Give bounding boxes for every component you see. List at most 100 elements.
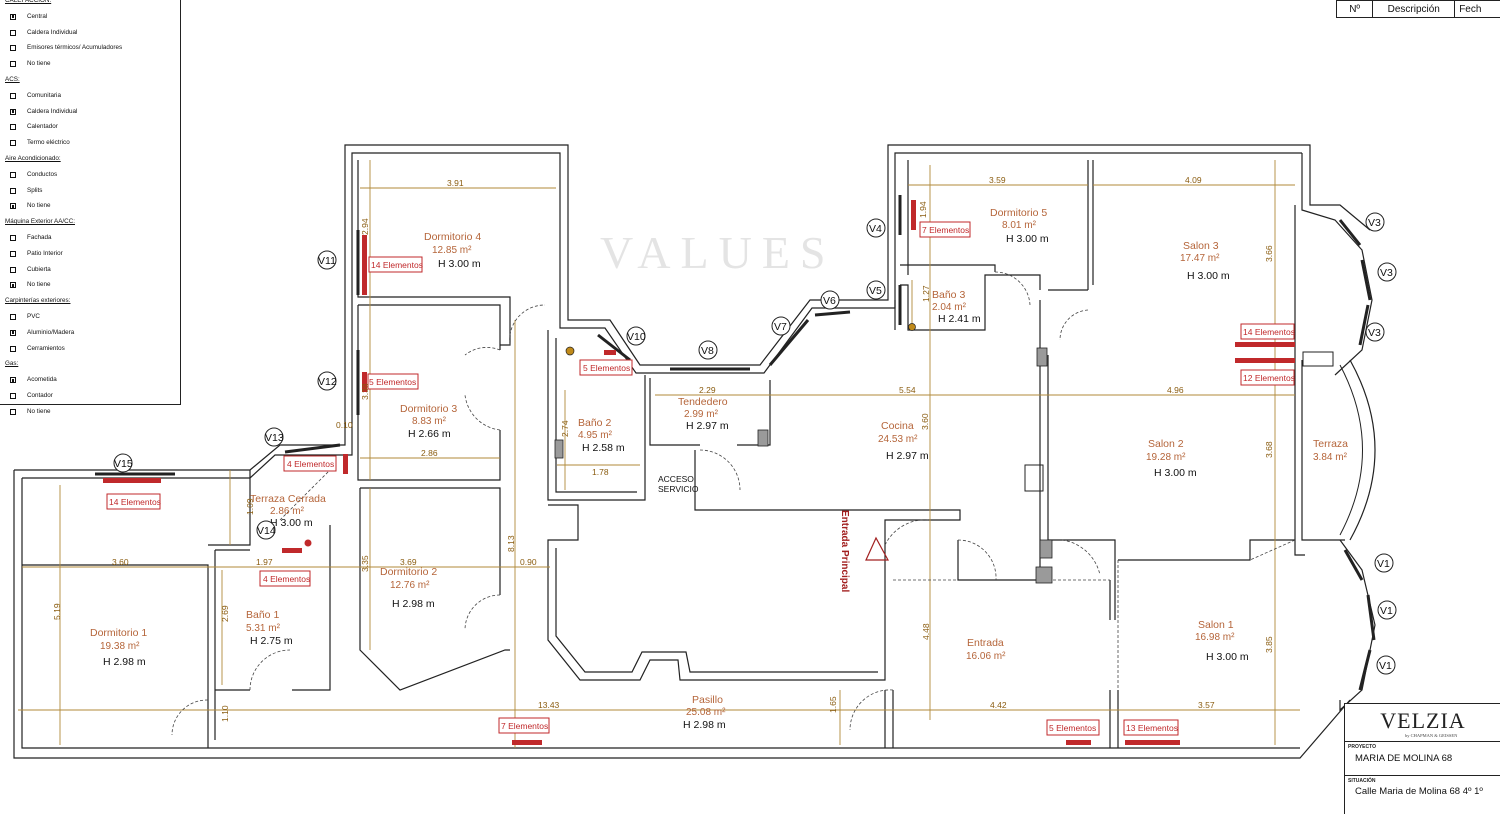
window-marker-v7: V7 — [771, 316, 791, 336]
room-entrada: Entrada 16.06 m² — [966, 637, 1006, 662]
window-label: V1 — [1379, 660, 1392, 672]
legend-item-label: No tiene — [27, 60, 51, 68]
dimension-label: 8.13 — [506, 535, 516, 552]
radiator-label: 7 Elementos — [498, 717, 550, 734]
room-dormitorio-1: Dormitorio 1 19.38 m² H 2.98 m — [90, 627, 147, 668]
legend-item-label: Central — [27, 12, 48, 20]
room-terraza-cerrada: Terraza Cerrada 2.86 m² H 3.00 m — [250, 493, 326, 529]
room-area: 2.04 m² — [932, 302, 967, 313]
room-dormitorio-5: Dormitorio 5 8.01 m² H 3.00 m — [990, 207, 1049, 245]
unchecked-box-icon — [10, 250, 16, 257]
room-salon-1: Salon 1 16.98 m² H 3.00 m — [1195, 619, 1249, 663]
window-label: V10 — [627, 331, 646, 343]
window-label: V3 — [1368, 217, 1381, 229]
window-label: V1 — [1377, 558, 1390, 570]
room-name: Entrada — [967, 637, 1004, 649]
legend-item-label: Caldera Individual — [27, 107, 78, 115]
room-terraza: Terraza 3.84 m² — [1313, 438, 1348, 463]
window-marker-v12: V12 — [317, 371, 337, 391]
legend-item-label: PVC — [27, 313, 40, 320]
svg-text:4 Elementos: 4 Elementos — [263, 574, 310, 584]
brand-logo: VELZIA — [1380, 708, 1466, 733]
room-name: Baño 2 — [578, 417, 611, 429]
dimension-label: 5.19 — [52, 603, 62, 620]
svg-text:14 Elementos: 14 Elementos — [1243, 327, 1295, 337]
dimension-label: 2.29 — [699, 385, 716, 395]
title-block-divider — [1345, 775, 1500, 776]
room-name: Salon 2 — [1148, 438, 1184, 450]
dimension-label: 1.27 — [921, 285, 931, 302]
checked-box-icon — [10, 13, 16, 20]
unchecked-box-icon — [10, 314, 16, 320]
room-bano-1: Baño 1 5.31 m² H 2.75 m — [246, 609, 293, 647]
window-marker-v3b: V3 — [1377, 262, 1397, 282]
radiator-label: 5 Elementos — [1046, 719, 1100, 736]
room-height: H 2.97 m — [686, 420, 729, 432]
legend-item-label: Cerramientos — [27, 344, 65, 352]
window-marker-v6: V6 — [820, 290, 840, 310]
window-marker-v10: V10 — [626, 326, 646, 346]
legend-item: PVC — [10, 313, 40, 321]
dimension-label: 0.10 — [336, 420, 353, 430]
window-marker-v3a: V3 — [1365, 212, 1385, 232]
radiator-labels: 14 Elementos 5 Elementos 4 Elementos 14 … — [106, 221, 1295, 736]
svg-text:13 Elementos: 13 Elementos — [1126, 723, 1178, 733]
project-label: PROYECTO — [1348, 744, 1376, 750]
room-area: 8.01 m² — [1002, 220, 1037, 231]
checked-box-icon — [10, 282, 16, 289]
window-label: V12 — [318, 376, 337, 388]
window-label: V1 — [1380, 605, 1393, 617]
window-marker-v11: V11 — [317, 250, 337, 270]
dimension-label: 1.97 — [256, 557, 273, 567]
unchecked-box-icon — [10, 140, 16, 147]
room-name: Dormitorio 5 — [990, 207, 1047, 219]
room-height: H 3.00 m — [438, 258, 481, 270]
radiator-label: 14 Elementos — [368, 256, 423, 273]
dimension-label: 3.59 — [989, 175, 1006, 185]
radiator-label: 14 Elementos — [1240, 323, 1295, 340]
room-dormitorio-2: Dormitorio 2 12.76 m² H 2.98 m — [380, 566, 437, 610]
window-label: V8 — [701, 345, 714, 357]
room-area: 16.06 m² — [966, 651, 1006, 662]
svg-text:7 Elementos: 7 Elementos — [501, 721, 548, 731]
revision-col-description: Descripción — [1372, 0, 1456, 18]
window-marker-v14: V14 — [256, 520, 276, 540]
room-dormitorio-4: Dormitorio 4 12.85 m² H 3.00 m — [424, 231, 481, 270]
legend-item: Fachada — [10, 234, 52, 242]
legend-item: Termo eléctrico — [10, 139, 70, 147]
dimension-label: 3.35 — [360, 555, 370, 572]
legend-item: No tiene — [10, 202, 50, 210]
checked-box-icon — [10, 203, 16, 210]
radiator-label: 14 Elementos — [106, 493, 161, 510]
svg-text:5 Elementos: 5 Elementos — [1049, 723, 1096, 733]
legend-group-title: ACS: — [5, 76, 20, 83]
revision-col-date: Fech — [1454, 0, 1500, 18]
dimension-label: 3.60 — [920, 413, 930, 430]
window-marker-v5: V5 — [866, 280, 886, 300]
legend-item: Emisores térmicos/ Acumuladores — [10, 44, 122, 52]
legend-item-label: Patio Interior — [27, 249, 63, 257]
legend-item: Aluminio/Madera — [10, 329, 74, 337]
room-area: 5.31 m² — [246, 623, 281, 634]
dimension-label: 2.69 — [220, 605, 230, 622]
radiator-label: 4 Elementos — [283, 455, 337, 472]
room-area: 2.99 m² — [684, 409, 719, 420]
legend-item: Cerramientos — [10, 345, 65, 353]
room-area: 17.47 m² — [1180, 253, 1220, 264]
radiator-label: 7 Elementos — [919, 221, 971, 238]
radiator-label: 13 Elementos — [1123, 719, 1179, 736]
dimension-lines — [18, 160, 1300, 748]
room-name: Baño 3 — [932, 289, 965, 301]
room-height: H 2.66 m — [408, 428, 451, 440]
title-block-divider — [1345, 741, 1500, 742]
room-area: 19.28 m² — [1146, 452, 1186, 463]
room-cocina: Cocina 24.53 m² H 2.97 m — [878, 420, 929, 462]
legend-item-label: Emisores térmicos/ Acumuladores — [27, 44, 123, 52]
room-area: 4.95 m² — [578, 430, 613, 441]
radiator-label: 4 Elementos — [259, 570, 311, 587]
terraza-curve — [1349, 359, 1376, 541]
window-label: V11 — [318, 255, 336, 267]
servicio-label: SERVICIO — [658, 484, 699, 494]
